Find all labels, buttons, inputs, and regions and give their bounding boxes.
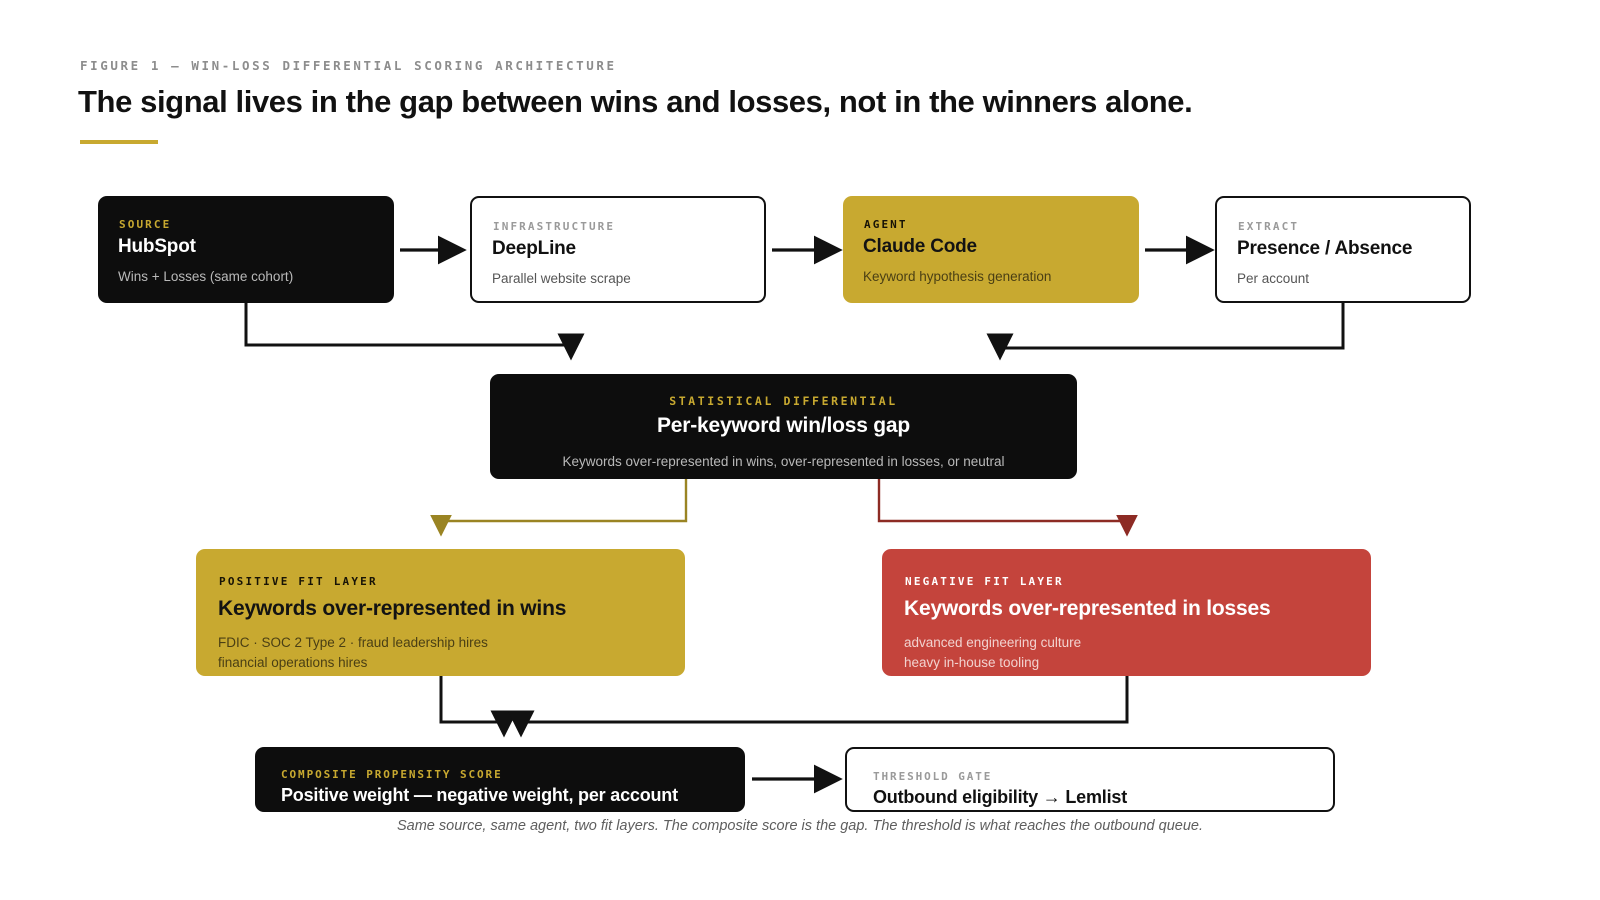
connector-source-to-differential bbox=[244, 302, 585, 361]
composite-kicker: COMPOSITE PROPENSITY SCORE bbox=[281, 768, 503, 781]
positive-fit-line-1: FDIC · SOC 2 Type 2 · fraud leadership h… bbox=[218, 635, 488, 650]
node-source-sub: Wins + Losses (same cohort) bbox=[118, 269, 294, 284]
differential-sub: Keywords over-represented in wins, over-… bbox=[562, 454, 1005, 469]
node-composite-propensity-score[interactable]: COMPOSITE PROPENSITY SCORE Positive weig… bbox=[255, 747, 745, 812]
accent-rule bbox=[80, 140, 158, 144]
node-threshold-gate[interactable]: THRESHOLD GATE Outbound eligibility → Le… bbox=[845, 747, 1335, 812]
differential-kicker: STATISTICAL DIFFERENTIAL bbox=[669, 394, 898, 408]
node-agent-sub: Keyword hypothesis generation bbox=[863, 269, 1052, 284]
composite-title: Positive weight — negative weight, per a… bbox=[281, 785, 678, 805]
positive-fit-kicker: POSITIVE FIT LAYER bbox=[219, 575, 378, 588]
node-agent[interactable]: AGENT Claude Code Keyword hypothesis gen… bbox=[843, 196, 1139, 303]
figure-caption: Same source, same agent, two fit layers.… bbox=[396, 818, 1203, 834]
differential-title: Per-keyword win/loss gap bbox=[656, 414, 911, 437]
node-positive-fit-layer[interactable]: POSITIVE FIT LAYER Keywords over-represe… bbox=[196, 549, 685, 676]
negative-fit-line-2: heavy in-house tooling bbox=[904, 655, 1040, 670]
figure-eyebrow: FIGURE 1 — WIN-LOSS DIFFERENTIAL SCORING… bbox=[80, 58, 617, 73]
negative-fit-line-1: advanced engineering culture bbox=[904, 635, 1082, 650]
connector-positive-to-composite bbox=[439, 676, 518, 738]
positive-fit-line-2: financial operations hires bbox=[218, 655, 368, 670]
connector-differential-to-negative bbox=[877, 479, 1138, 537]
negative-fit-kicker: NEGATIVE FIT LAYER bbox=[905, 575, 1064, 588]
node-source-title: HubSpot bbox=[118, 236, 196, 257]
negative-fit-title: Keywords over-represented in losses bbox=[904, 597, 1271, 620]
negative-fit-body: advanced engineering culture heavy in-ho… bbox=[904, 633, 1081, 673]
connector-extract-to-differential bbox=[986, 302, 1345, 361]
node-infrastructure-title: DeepLine bbox=[492, 238, 576, 259]
node-negative-fit-layer[interactable]: NEGATIVE FIT LAYER Keywords over-represe… bbox=[882, 549, 1371, 676]
node-statistical-differential[interactable]: STATISTICAL DIFFERENTIAL Per-keyword win… bbox=[490, 374, 1077, 479]
positive-fit-title: Keywords over-represented in wins bbox=[218, 597, 567, 620]
node-agent-title: Claude Code bbox=[863, 236, 977, 257]
node-extract-sub: Per account bbox=[1237, 271, 1310, 286]
threshold-kicker: THRESHOLD GATE bbox=[873, 770, 993, 783]
node-extract-kicker: EXTRACT bbox=[1238, 220, 1300, 233]
connector-negative-to-composite bbox=[507, 676, 1129, 738]
page-title: The signal lives in the gap between wins… bbox=[78, 84, 1193, 119]
node-agent-kicker: AGENT bbox=[864, 218, 908, 231]
connector-differential-to-positive bbox=[430, 479, 688, 537]
node-source[interactable]: SOURCE HubSpot Wins + Losses (same cohor… bbox=[98, 196, 394, 303]
node-infrastructure[interactable]: INFRASTRUCTURE DeepLine Parallel website… bbox=[470, 196, 766, 303]
node-extract[interactable]: EXTRACT Presence / Absence Per account bbox=[1215, 196, 1471, 303]
threshold-title: Outbound eligibility → Lemlist bbox=[873, 787, 1127, 807]
node-infrastructure-sub: Parallel website scrape bbox=[492, 271, 631, 286]
node-extract-title: Presence / Absence bbox=[1237, 238, 1413, 259]
node-source-kicker: SOURCE bbox=[119, 218, 172, 231]
node-infrastructure-kicker: INFRASTRUCTURE bbox=[493, 220, 616, 233]
positive-fit-body: FDIC · SOC 2 Type 2 · fraud leadership h… bbox=[218, 633, 488, 673]
